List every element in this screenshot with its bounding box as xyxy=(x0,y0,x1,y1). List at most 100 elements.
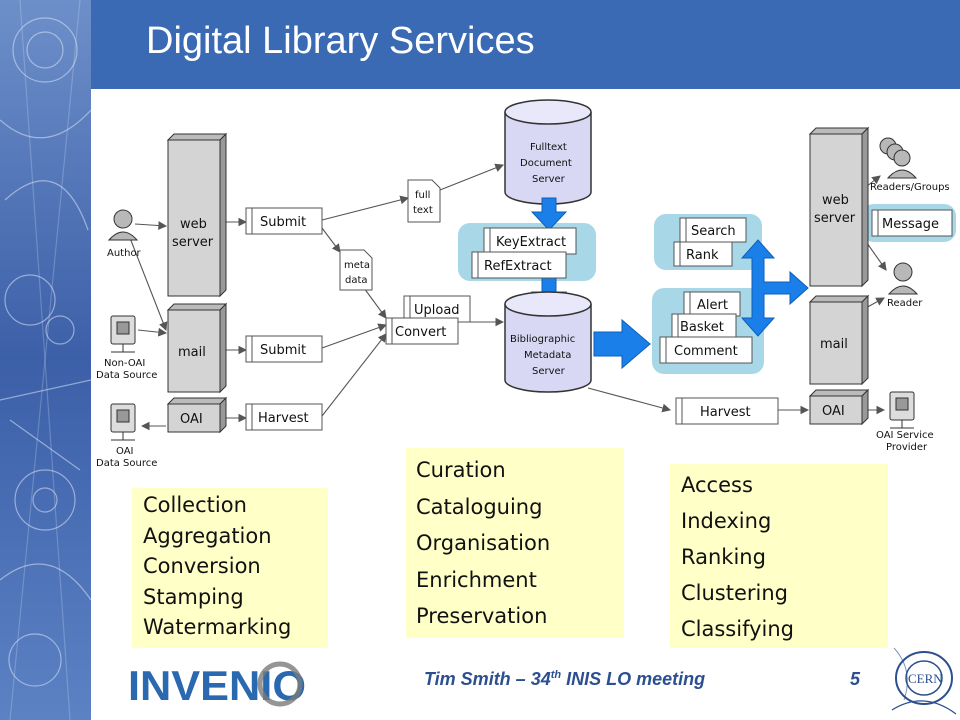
footer-text: Tim Smith – 34th INIS LO meeting xyxy=(424,669,705,690)
svg-text:Harvest: Harvest xyxy=(700,405,751,420)
search-module: Search xyxy=(679,217,747,243)
non-oai-label-1: Non-OAI xyxy=(104,358,145,369)
footer-author: Tim Smith – 34 xyxy=(424,669,551,689)
rank-module: Rank xyxy=(673,241,733,267)
page-title: Digital Library Services xyxy=(146,20,535,62)
note-line: Access xyxy=(681,473,753,497)
svg-text:Upload: Upload xyxy=(414,303,460,318)
note-collection: Collection Aggregation Conversion Stampi… xyxy=(132,488,328,648)
non-oai-label-2: Data Source xyxy=(96,370,157,381)
svg-text:Basket: Basket xyxy=(680,320,724,335)
svg-text:Search: Search xyxy=(691,224,736,239)
svg-text:Submit: Submit xyxy=(260,343,306,358)
note-line: Stamping xyxy=(143,584,244,609)
svg-text:Convert: Convert xyxy=(395,325,446,340)
fulltext-doc-to-server xyxy=(439,163,505,191)
note-line: Preservation xyxy=(416,604,548,628)
readers-groups-icon xyxy=(879,137,918,179)
svg-text:meta: meta xyxy=(344,260,370,271)
note-line: Indexing xyxy=(681,509,772,533)
svg-text:CERN: CERN xyxy=(908,671,943,686)
author-to-mail xyxy=(129,237,168,332)
svg-text:server: server xyxy=(172,235,214,250)
note-line: Aggregation xyxy=(143,523,272,548)
comment-module: Comment xyxy=(659,336,753,364)
convert-module: Convert xyxy=(385,317,459,345)
svg-text:data: data xyxy=(345,275,368,286)
svg-text:Server: Server xyxy=(532,174,566,185)
svg-text:Submit: Submit xyxy=(260,215,306,230)
reader-icon xyxy=(887,262,919,295)
oai-provider-label-2: Provider xyxy=(886,442,928,453)
invenio-logo: INVENIO xyxy=(128,661,306,709)
note-line: Classifying xyxy=(681,617,795,641)
svg-text:OAI: OAI xyxy=(822,404,845,419)
mail-server-left: mail xyxy=(166,302,228,394)
left-decorative-bar xyxy=(0,0,91,720)
svg-text:web: web xyxy=(822,193,849,208)
oai-server-left: OAI xyxy=(166,396,228,434)
svg-text:Fulltext: Fulltext xyxy=(530,142,567,153)
note-line: Ranking xyxy=(681,545,766,569)
svg-text:web: web xyxy=(180,217,207,232)
readers-groups-label: Readers/Groups xyxy=(870,182,950,193)
reader-label: Reader xyxy=(887,298,923,309)
alert-module: Alert xyxy=(683,291,741,317)
note-line: Collection xyxy=(143,493,247,517)
web-server-left: web server xyxy=(166,132,228,298)
note-line: Organisation xyxy=(416,531,551,555)
svg-text:text: text xyxy=(413,205,433,216)
svg-text:server: server xyxy=(814,211,856,226)
page-number: 5 xyxy=(850,669,861,689)
author-to-web xyxy=(134,221,168,230)
svg-text:full: full xyxy=(415,190,430,201)
down-arrow-1 xyxy=(530,197,568,231)
message-module: Message xyxy=(871,209,953,237)
non-oai-source-icon xyxy=(110,315,136,353)
author-icon xyxy=(107,209,139,241)
cern-logo: CERN xyxy=(891,647,957,715)
svg-text:Message: Message xyxy=(882,217,939,232)
svg-text:KeyExtract: KeyExtract xyxy=(496,235,566,250)
svg-text:Harvest: Harvest xyxy=(258,411,309,426)
oai-source-label-2: Data Source xyxy=(96,458,157,469)
note-line: Enrichment xyxy=(416,567,537,592)
title-bar xyxy=(91,0,960,89)
fulltext-document-server: Fulltext Document Server xyxy=(504,99,592,205)
footer-ordinal: th xyxy=(550,669,562,681)
author-label: Author xyxy=(107,248,142,259)
fulltext-document-icon: full text xyxy=(407,179,441,223)
submit2-to-convert xyxy=(321,323,388,349)
keyextract-module: KeyExtract xyxy=(483,227,577,255)
oai-source-label-1: OAI xyxy=(116,446,134,457)
note-line: Cataloguing xyxy=(416,494,543,519)
submit-to-fulltext xyxy=(321,195,410,221)
svg-text:RefExtract: RefExtract xyxy=(484,259,552,274)
biblio-to-harvest xyxy=(587,387,672,413)
svg-text:Comment: Comment xyxy=(674,344,738,359)
mail-server-right: mail xyxy=(808,294,870,386)
oai-server-right: OAI xyxy=(808,388,870,426)
four-way-arrow xyxy=(740,239,809,337)
bibliographic-metadata-server: Bibliographic Metadata Server xyxy=(504,291,592,393)
basket-module: Basket xyxy=(671,313,737,339)
oai-provider-icon xyxy=(889,391,915,429)
note-access: Access Indexing Ranking Clustering Class… xyxy=(670,464,888,648)
svg-text:Server: Server xyxy=(532,366,566,377)
right-arrow xyxy=(593,318,651,370)
svg-text:mail: mail xyxy=(178,345,206,360)
svg-text:Alert: Alert xyxy=(697,298,728,313)
nonoai-to-mail xyxy=(137,327,168,337)
submit-module-2: Submit xyxy=(245,335,323,363)
svg-text:OAI: OAI xyxy=(180,412,203,427)
submit-to-metadata xyxy=(321,227,341,253)
oai-source-icon xyxy=(110,403,136,441)
svg-text:Metadata: Metadata xyxy=(524,350,571,361)
note-line: Watermarking xyxy=(143,615,292,639)
refextract-module: RefExtract xyxy=(471,251,567,279)
oai-provider-label-1: OAI Service xyxy=(876,430,934,441)
harvest-module-right: Harvest xyxy=(675,397,779,425)
svg-text:Document: Document xyxy=(520,158,572,169)
svg-text:Bibliographic: Bibliographic xyxy=(510,334,575,345)
